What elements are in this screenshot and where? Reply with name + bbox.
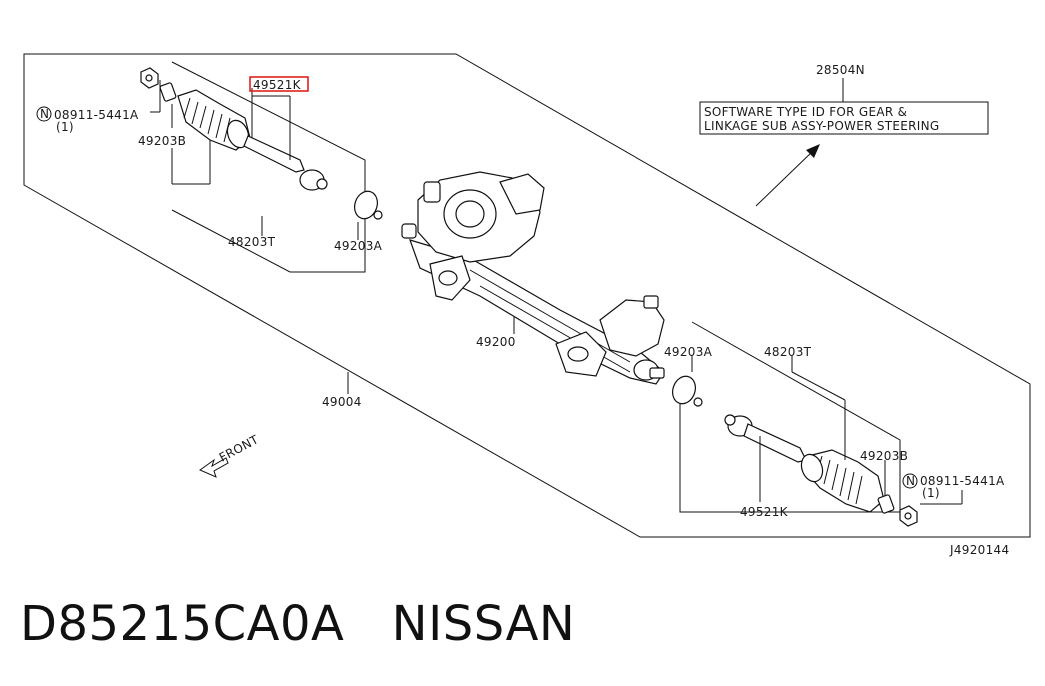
software-arrow xyxy=(755,149,815,207)
label-49200: 49200 xyxy=(476,335,516,349)
label-49203a-left: 49203A xyxy=(334,239,383,253)
part-caption: D85215CA0A NISSAN xyxy=(20,596,575,652)
part-number: D85215CA0A xyxy=(20,596,345,652)
front-label: FRONT xyxy=(217,432,261,464)
label-48203t-left: 48203T xyxy=(228,235,276,249)
front-indicator: FRONT xyxy=(198,432,261,478)
label-08911-right: 08911-5441A xyxy=(920,474,1005,488)
assembly-frame xyxy=(23,53,1031,538)
right-nut xyxy=(899,505,918,527)
brand-name: NISSAN xyxy=(391,596,576,652)
software-line-2: LINKAGE SUB ASSY-POWER STEERING xyxy=(704,119,940,133)
left-tie-rod xyxy=(243,135,328,191)
svg-text:N: N xyxy=(40,107,49,121)
label-49203a-right: 49203A xyxy=(664,345,713,359)
right-o-ring xyxy=(672,375,703,407)
left-nut xyxy=(140,67,159,89)
right-lock-washer xyxy=(877,494,895,514)
label-49004: 49004 xyxy=(322,395,362,409)
left-o-ring xyxy=(354,190,383,220)
left-group-bracket xyxy=(171,61,366,273)
label-49203b-left: 49203B xyxy=(138,134,186,148)
n-symbol-left-icon: N xyxy=(36,106,52,122)
svg-text:N: N xyxy=(906,474,915,488)
label-49521k-bottom: 49521K xyxy=(740,505,789,519)
reference-code: J4920144 xyxy=(949,543,1009,557)
right-tie-rod xyxy=(724,414,807,463)
software-id-box xyxy=(699,101,989,135)
label-49521k-highlighted: 49521K xyxy=(253,78,302,92)
left-lock-washer xyxy=(159,82,177,102)
n-symbol-right-icon: N xyxy=(902,473,918,489)
software-line-1: SOFTWARE TYPE ID FOR GEAR & xyxy=(704,105,907,119)
left-boot xyxy=(177,89,251,151)
label-48203t-right: 48203T xyxy=(764,345,812,359)
label-28504n: 28504N xyxy=(816,63,865,77)
label-08911-left: 08911-5441A xyxy=(54,108,139,122)
front-arrow-icon xyxy=(198,457,229,478)
highlight-box xyxy=(249,76,309,92)
label-qty-right: (1) xyxy=(922,486,940,500)
label-qty-left: (1) xyxy=(56,120,74,134)
steering-gear-assembly xyxy=(401,171,665,385)
label-49203b-right: 49203B xyxy=(860,449,908,463)
arrow-head-icon xyxy=(806,144,820,158)
